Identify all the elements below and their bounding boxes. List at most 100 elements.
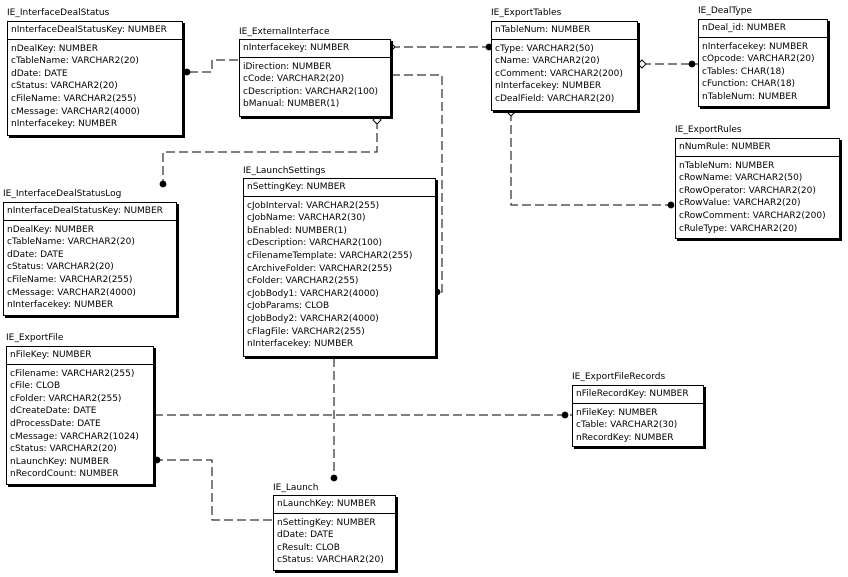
attribute-field: cTableName: VARCHAR2(20) (7, 237, 135, 248)
key-field: nNumRule: NUMBER (679, 142, 771, 152)
entity-box: nFileRecordKey: NUMBER nFileKey: NUMBER … (572, 385, 704, 447)
attribute-field: cFunction: CHAR(18) (702, 79, 796, 90)
attribute-field: nDealKey: NUMBER (11, 43, 98, 54)
key-field: nFileRecordKey: NUMBER (576, 389, 689, 399)
key-field: nTableNum: NUMBER (495, 25, 591, 35)
attribute-section: nSettingKey: NUMBER dDate: DATE cResult:… (274, 514, 395, 569)
attribute-field: bManual: NUMBER(1) (243, 99, 340, 110)
entity-title: IE_ExternalInterface (239, 27, 330, 37)
many-endpoint (561, 411, 569, 419)
many-endpoint (159, 180, 167, 188)
attribute-section: iDirection: NUMBER cCode: VARCHAR2(20) c… (240, 58, 390, 113)
attribute-field: cRowComment: VARCHAR2(200) (679, 210, 826, 221)
entity-title: IE_DealType (698, 6, 752, 16)
attribute-section: cFilename: VARCHAR2(255) cFile: CLOB cFo… (7, 365, 153, 483)
attribute-field: cFolder: VARCHAR2(255) (10, 393, 122, 404)
entity-title: IE_InterfaceDealStatusLog (3, 189, 122, 199)
key-field: nFileKey: NUMBER (10, 350, 92, 360)
attribute-field: dProcessDate: DATE (10, 418, 101, 429)
attribute-field: nTableNum: NUMBER (679, 160, 775, 171)
attribute-field: cRowName: VARCHAR2(50) (679, 173, 803, 184)
attribute-field: cDealField: VARCHAR2(20) (495, 93, 615, 104)
attribute-field: nInterfacekey: NUMBER (247, 339, 354, 350)
entity-title: IE_ExportRules (675, 125, 742, 135)
attribute-field: dDate: DATE (11, 68, 68, 79)
attribute-field: cStatus: VARCHAR2(20) (277, 555, 384, 566)
attribute-field: cMessage: VARCHAR2(4000) (11, 106, 140, 117)
attribute-field: cMessage: VARCHAR2(4000) (7, 287, 136, 298)
attribute-section: nTableNum: NUMBER cRowName: VARCHAR2(50)… (676, 157, 839, 238)
attribute-field: cComment: VARCHAR2(200) (495, 68, 623, 79)
attribute-field: cRowOperator: VARCHAR2(20) (679, 185, 816, 196)
attribute-field: dCreateDate: DATE (10, 406, 97, 417)
attribute-field: cFlagFile: VARCHAR2(255) (247, 326, 365, 337)
attribute-field: cFile: CLOB (10, 381, 61, 392)
attribute-field: nFileKey: NUMBER (576, 407, 658, 418)
key-field: nLaunchKey: NUMBER (277, 499, 377, 509)
attribute-field: nLaunchKey: NUMBER (10, 456, 110, 467)
rel-externalinterface-interfacedealstatuslog (162, 120, 378, 184)
attribute-field: nInterfacekey: NUMBER (11, 119, 118, 130)
many-endpoint (183, 68, 191, 76)
attribute-field: nDealKey: NUMBER (7, 224, 94, 235)
key-section: nInterfacekey: NUMBER (240, 40, 390, 58)
attribute-section: nInterfacekey: NUMBER cOpcode: VARCHAR2(… (699, 38, 827, 106)
attribute-field: cFilenameTemplate: VARCHAR2(255) (247, 250, 413, 261)
attribute-field: cMessage: VARCHAR2(1024) (10, 431, 139, 442)
attribute-field: bEnabled: NUMBER(1) (247, 225, 347, 236)
attribute-field: dDate: DATE (277, 530, 334, 541)
attribute-field: cJobParams: CLOB (247, 301, 330, 312)
attribute-field: cJobInterval: VARCHAR2(255) (247, 200, 380, 211)
entity-box: nNumRule: NUMBER nTableNum: NUMBER cRowN… (675, 138, 840, 239)
optional-diamond (372, 115, 382, 125)
attribute-field: cRowValue: VARCHAR2(20) (679, 198, 801, 209)
attribute-field: iDirection: NUMBER (243, 61, 332, 72)
rel-exporttables-exportrules (510, 112, 675, 206)
attribute-field: cFileName: VARCHAR2(255) (11, 93, 137, 104)
attribute-field: cJobBody2: VARCHAR2(4000) (247, 313, 379, 324)
attribute-field: cFolder: VARCHAR2(255) (247, 276, 359, 287)
attribute-field: nInterfacekey: NUMBER (7, 300, 114, 311)
attribute-section: nDealKey: NUMBER cTableName: VARCHAR2(20… (8, 40, 182, 133)
attribute-field: nInterfacekey: NUMBER (702, 41, 809, 52)
attribute-field: cTables: CHAR(18) (702, 66, 785, 77)
attribute-field: nSettingKey: NUMBER (277, 517, 376, 528)
entity-title: IE_ExportFileRecords (572, 372, 666, 382)
many-endpoint (330, 474, 338, 482)
rel-externalinterface-interfacedealstatus (184, 59, 238, 73)
entity-box: nDeal_id: NUMBER nInterfacekey: NUMBER c… (698, 19, 828, 107)
attribute-field: cStatus: VARCHAR2(20) (11, 81, 118, 92)
attribute-field: cRuleType: VARCHAR2(20) (679, 223, 798, 234)
attribute-field: cTable: VARCHAR2(30) (576, 420, 678, 431)
key-field: nInterfaceDealStatusKey: NUMBER (7, 206, 163, 216)
attribute-field: cTableName: VARCHAR2(20) (11, 56, 139, 67)
attribute-field: dDate: DATE (7, 249, 64, 260)
key-section: nInterfaceDealStatusKey: NUMBER (4, 203, 176, 221)
attribute-field: cOpcode: VARCHAR2(20) (702, 54, 815, 65)
entity-box: nSettingKey: NUMBER cJobInterval: VARCHA… (243, 178, 436, 357)
key-field: nSettingKey: NUMBER (247, 182, 346, 192)
attribute-field: cName: VARCHAR2(20) (495, 56, 600, 67)
key-section: nDeal_id: NUMBER (699, 20, 827, 38)
entity-box: nLaunchKey: NUMBER nSettingKey: NUMBER d… (273, 495, 396, 571)
attribute-section: nFileKey: NUMBER cTable: VARCHAR2(30) nR… (573, 404, 703, 447)
entity-title: IE_InterfaceDealStatus (7, 8, 110, 18)
key-section: nInterfaceDealStatusKey: NUMBER (8, 22, 182, 40)
key-section: nFileKey: NUMBER (7, 347, 153, 365)
key-section: nLaunchKey: NUMBER (274, 496, 395, 514)
key-section: nSettingKey: NUMBER (244, 179, 435, 197)
key-field: nInterfaceDealStatusKey: NUMBER (11, 25, 167, 35)
key-section: nTableNum: NUMBER (492, 22, 637, 40)
attribute-field: cFileName: VARCHAR2(255) (7, 274, 133, 285)
attribute-field: cDescription: VARCHAR2(100) (243, 86, 379, 97)
key-section: nNumRule: NUMBER (676, 139, 839, 157)
entity-box: nFileKey: NUMBER cFilename: VARCHAR2(255… (6, 346, 154, 485)
entity-box: nInterfaceDealStatusKey: NUMBER nDealKey… (7, 21, 183, 136)
attribute-field: nInterfacekey: NUMBER (495, 81, 602, 92)
attribute-field: nRecordCount: NUMBER (10, 469, 119, 480)
rel-externalinterface-launchsettings (391, 74, 443, 293)
attribute-field: cStatus: VARCHAR2(20) (10, 444, 117, 455)
attribute-field: cCode: VARCHAR2(20) (243, 74, 345, 85)
